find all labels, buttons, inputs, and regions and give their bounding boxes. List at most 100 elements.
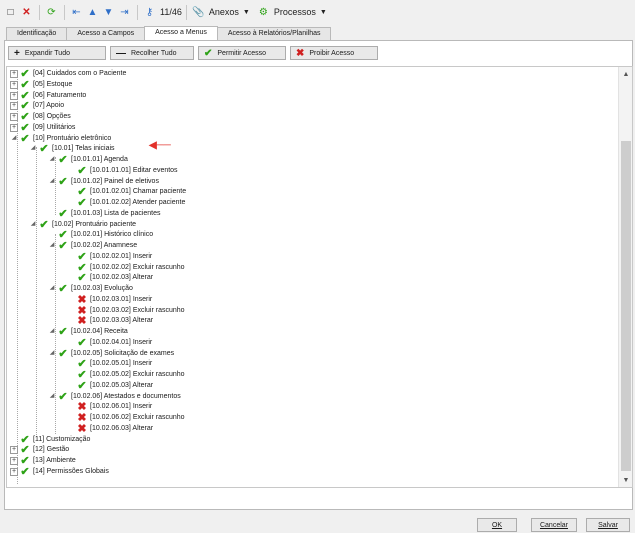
access-allowed-icon[interactable]: ✔ — [58, 207, 68, 220]
chevron-down-icon[interactable]: ▼ — [242, 8, 250, 16]
access-allowed-icon[interactable]: ✔ — [58, 347, 68, 360]
tree-node[interactable]: ◢✔[10.02] Prontuário paciente — [29, 218, 136, 231]
ok-button[interactable]: OK — [477, 518, 517, 532]
collapse-node-icon[interactable]: ◢ — [49, 285, 55, 291]
tree-node[interactable]: ✔[10.01.02.02] Atender paciente — [67, 198, 185, 209]
access-allowed-icon[interactable]: ✔ — [58, 240, 68, 252]
access-denied-icon[interactable]: ✖ — [77, 401, 87, 414]
tree-node[interactable]: +✔[13] Ambiente — [10, 455, 76, 467]
access-allowed-icon[interactable]: ✔ — [20, 89, 30, 102]
tree-node[interactable]: ✔[10.02.05.03] Alterar — [67, 379, 153, 392]
scrollbar-thumb[interactable] — [621, 141, 631, 471]
tree-node[interactable]: ✔[10.02.01] Histórico clínico — [48, 229, 153, 242]
access-partial-icon[interactable]: ✔ — [20, 132, 30, 145]
expand-node-icon[interactable]: + — [10, 457, 18, 465]
expand-node-icon[interactable]: + — [10, 123, 18, 132]
access-allowed-icon[interactable]: ✔ — [20, 111, 30, 123]
tree-node[interactable]: ✔[11] Customização — [10, 433, 90, 446]
access-allowed-icon[interactable]: ✔ — [58, 175, 68, 188]
access-allowed-icon[interactable]: ✔ — [77, 336, 87, 349]
access-allowed-icon[interactable]: ✔ — [77, 261, 87, 274]
tree-node[interactable]: ◢✔[10.02.02] Anamnese — [48, 240, 137, 252]
expand-node-icon[interactable]: + — [10, 91, 18, 100]
tree-node[interactable]: ◢✔[10.02.06] Atestados e documentos — [48, 391, 181, 402]
tab-acesso-menus[interactable]: Acesso a Menus — [144, 26, 218, 40]
tree-node[interactable]: ✔[10.02.05.01] Inserir — [67, 359, 152, 370]
access-allowed-icon[interactable]: ✔ — [58, 154, 68, 166]
previous-record-icon[interactable]: ▲ — [87, 6, 98, 18]
tree-node[interactable]: +✔[12] Gestão — [10, 445, 69, 456]
tree-node[interactable]: ◢✔[10.02.04] Receita — [48, 326, 128, 338]
expand-node-icon[interactable]: + — [10, 113, 18, 121]
tree-node[interactable]: +✔[04] Cuidados com o Paciente — [10, 69, 126, 80]
tree-node[interactable]: ✔[10.01.02.01] Chamar paciente — [67, 187, 186, 198]
access-allowed-icon[interactable]: ✔ — [20, 455, 30, 467]
expand-node-icon[interactable]: + — [10, 70, 18, 78]
access-allowed-icon[interactable]: ✔ — [20, 433, 30, 446]
tree-node[interactable]: ✖[10.02.03.02] Excluir rascunho — [67, 304, 184, 317]
tree-node[interactable]: +✔[09] Utilitários — [10, 121, 75, 134]
processes-menu[interactable]: Processos — [273, 7, 316, 17]
collapse-node-icon[interactable]: ◢ — [30, 220, 36, 227]
allow-access-button[interactable]: ✔ Permitir Acesso — [198, 46, 286, 60]
access-allowed-icon[interactable]: ✔ — [77, 164, 87, 177]
tree-node[interactable]: ✖[10.02.06.03] Alterar — [67, 423, 153, 434]
access-denied-icon[interactable]: ✖ — [77, 304, 87, 317]
last-record-icon[interactable]: ⇥ — [120, 6, 129, 18]
tab-acesso-campos[interactable]: Acesso a Campos — [66, 27, 146, 40]
tree-node[interactable]: ◢✔[10.02.05] Solicitação de exames — [48, 347, 174, 360]
access-allowed-icon[interactable]: ✔ — [77, 379, 87, 392]
access-allowed-icon[interactable]: ✔ — [58, 283, 68, 295]
tree-node[interactable]: ✔[10.02.05.02] Excluir rascunho — [67, 369, 184, 381]
expand-all-button[interactable]: + Expandir Tudo — [8, 46, 106, 60]
tree-node[interactable]: ✖[10.02.03.03] Alterar — [67, 316, 153, 327]
menu-permissions-tree[interactable]: +✔[04] Cuidados com o Paciente+✔[05] Est… — [6, 66, 633, 488]
access-allowed-icon[interactable]: ✔ — [20, 78, 30, 91]
tree-node[interactable]: ✖[10.02.06.02] Excluir rascunho — [67, 412, 184, 424]
access-allowed-icon[interactable]: ✔ — [77, 272, 87, 285]
tree-node[interactable]: ✔[10.02.04.01] Inserir — [67, 336, 152, 349]
access-allowed-icon[interactable]: ✔ — [20, 100, 30, 113]
tree-scrollbar[interactable]: ▲ ▼ — [618, 67, 632, 487]
tree-node[interactable]: ✖[10.02.06.01] Inserir — [67, 401, 152, 414]
tree-node[interactable]: +✔[05] Estoque — [10, 78, 72, 91]
deny-access-button[interactable]: ✖ Proibir Acesso — [290, 46, 378, 60]
access-allowed-icon[interactable]: ✔ — [58, 229, 68, 242]
tree-node[interactable]: ✔[10.02.02.03] Alterar — [67, 272, 153, 285]
cancel-button[interactable]: Cancelar — [531, 518, 577, 532]
collapse-node-icon[interactable]: ◢ — [49, 156, 55, 162]
collapse-node-icon[interactable]: ◢ — [49, 177, 55, 184]
new-record-icon[interactable]: □ — [7, 6, 14, 18]
access-allowed-icon[interactable]: ✔ — [77, 250, 87, 263]
save-button[interactable]: Salvar — [586, 518, 630, 532]
access-denied-icon[interactable]: ✖ — [77, 293, 87, 306]
access-allowed-icon[interactable]: ✔ — [39, 143, 49, 156]
scroll-down-icon[interactable]: ▼ — [622, 476, 630, 484]
tree-node[interactable]: ◢✔[10] Prontuário eletrônico — [10, 132, 112, 145]
access-denied-icon[interactable]: ✖ — [77, 412, 87, 424]
tree-node[interactable]: ✖[10.02.03.01] Inserir — [67, 293, 152, 306]
collapse-node-icon[interactable]: ◢ — [30, 145, 36, 152]
access-allowed-icon[interactable]: ✔ — [77, 369, 87, 381]
access-partial-icon[interactable]: ✔ — [39, 218, 49, 231]
tree-node[interactable]: ✔[10.02.02.02] Excluir rascunho — [67, 261, 184, 274]
tree-node[interactable]: ✔[10.02.02.01] Inserir — [67, 250, 152, 263]
collapse-all-button[interactable]: — Recolher Tudo — [110, 46, 194, 60]
collapse-node-icon[interactable]: ◢ — [49, 328, 55, 334]
access-allowed-icon[interactable]: ✔ — [58, 326, 68, 338]
tree-node[interactable]: ◢✔[10.02.03] Evolução — [48, 283, 133, 295]
annexes-menu[interactable]: Anexos — [208, 7, 239, 17]
tree-node[interactable]: +✔[06] Faturamento — [10, 89, 86, 102]
delete-icon[interactable]: ✕ — [22, 6, 31, 18]
find-icon[interactable]: ⚷ — [145, 6, 154, 18]
tree-node[interactable]: ◢✔[10.01.01] Agenda — [48, 154, 128, 166]
tree-node[interactable]: +✔[07] Apoio — [10, 100, 64, 113]
tree-node[interactable]: ✔[10.01.03] Lista de pacientes — [48, 207, 160, 220]
collapse-node-icon[interactable]: ◢ — [49, 242, 55, 248]
first-record-icon[interactable]: ⇤ — [72, 6, 81, 18]
tree-node[interactable]: ◢✔[10.01.02] Painel de eletivos — [48, 175, 159, 188]
tree-node[interactable]: +✔[08] Opções — [10, 111, 71, 123]
chevron-down-icon[interactable]: ▼ — [319, 8, 327, 16]
access-allowed-icon[interactable]: ✔ — [20, 121, 30, 134]
expand-node-icon[interactable]: + — [10, 102, 18, 111]
